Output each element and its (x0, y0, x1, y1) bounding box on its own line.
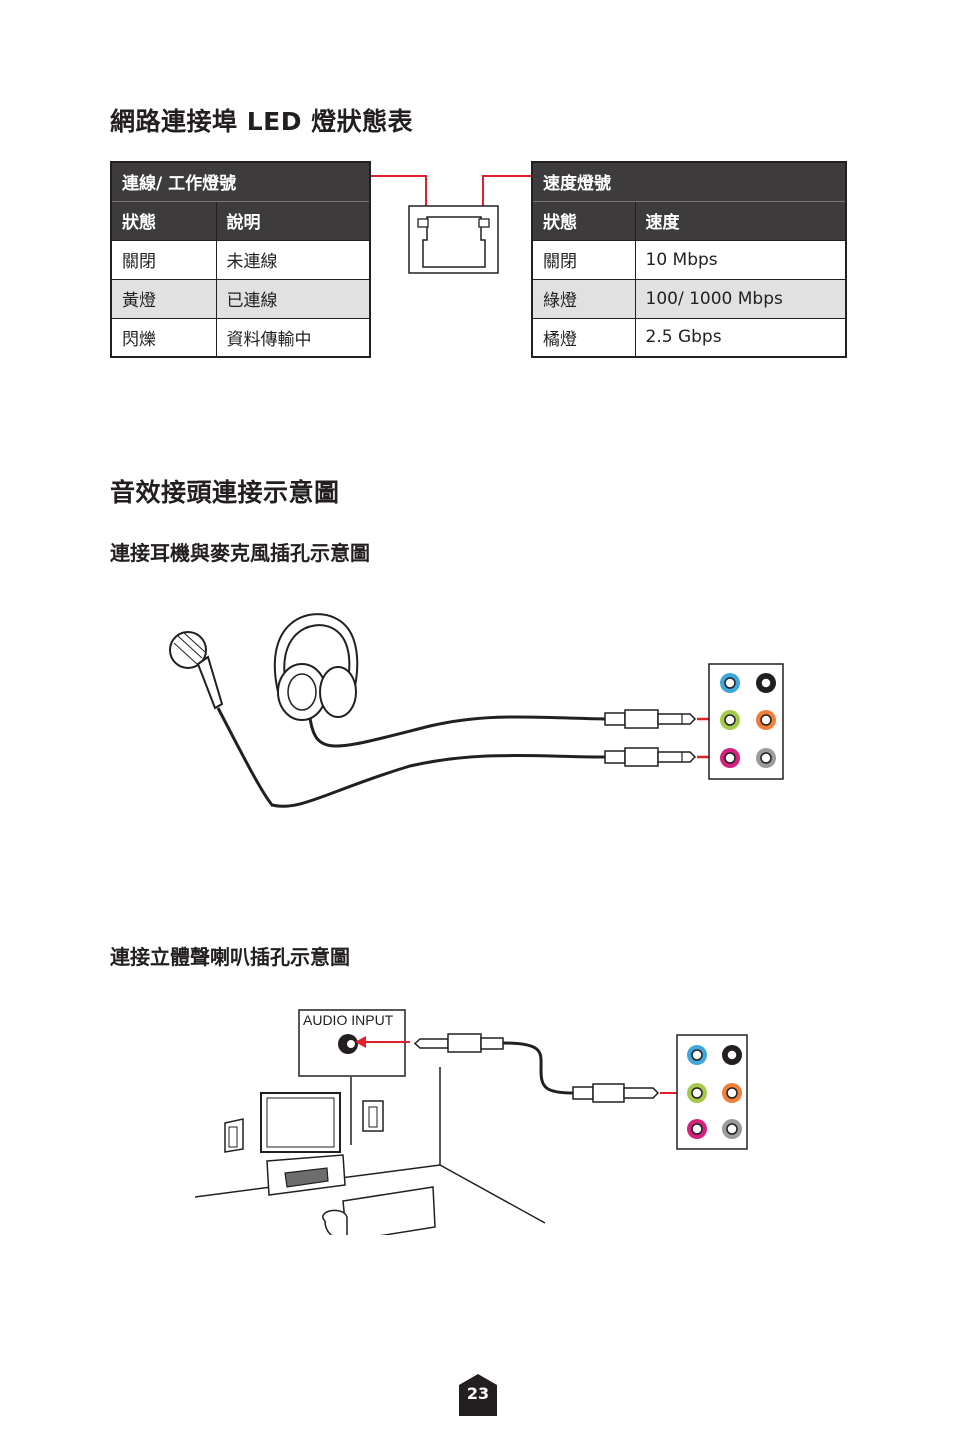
lan-led-title: 網路連接埠 LED 燈狀態表 (110, 107, 414, 136)
table-row: 黃燈 已連線 (110, 278, 371, 319)
lan-port-diagram (371, 175, 531, 274)
audio-jack-panel (676, 1034, 748, 1150)
link-led-icon (417, 218, 429, 228)
speed-table-caption: 速度燈號 (531, 161, 847, 202)
microphone-icon (169, 631, 224, 710)
table-row: 關閉 未連線 (110, 239, 371, 280)
table-cell: 100/ 1000 Mbps (634, 278, 847, 319)
sofa-icon (322, 1186, 436, 1235)
receiver-icon (284, 1167, 329, 1188)
link-table-caption: 連線/ 工作燈號 (110, 161, 371, 202)
table-row: 關閉 10 Mbps (531, 239, 847, 280)
table-cell: 2.5 Gbps (634, 317, 847, 358)
audio-input-label: AUDIO INPUT (303, 1012, 394, 1028)
speaker-icon (224, 1118, 244, 1153)
headphone-mic-diagram (169, 613, 784, 808)
table-row: 綠燈 100/ 1000 Mbps (531, 278, 847, 319)
table-cell: 關閉 (531, 239, 636, 280)
table-row: 閃爍 資料傳輸中 (110, 317, 371, 358)
table-cell: 關閉 (110, 239, 217, 280)
plug-icon (413, 1033, 504, 1053)
speed-table-header-speed: 速度 (634, 200, 847, 241)
headphone-plug-icon (604, 709, 697, 729)
table-cell: 綠燈 (531, 278, 636, 319)
speaker-icon (362, 1100, 384, 1132)
page-number: 23 (466, 1384, 490, 1403)
audio-section-title: 音效接頭連接示意圖 (110, 478, 340, 507)
table-cell: 閃爍 (110, 317, 217, 358)
table-cell: 10 Mbps (634, 239, 847, 280)
speaker-diagram (195, 1009, 748, 1235)
plug-icon (572, 1083, 660, 1103)
page-number-badge (459, 1374, 497, 1416)
speed-table-header-status: 狀態 (531, 200, 636, 241)
speed-led-icon (478, 218, 490, 228)
link-activity-table: 連線/ 工作燈號 狀態 說明 關閉 未連線 黃燈 已連線 閃爍 資料傳輸中 (110, 161, 371, 358)
headphone-mic-title: 連接耳機與麥克風插孔示意圖 (110, 541, 370, 565)
table-cell: 已連線 (215, 278, 371, 319)
table-cell: 未連線 (215, 239, 371, 280)
link-table-header-status: 狀態 (110, 200, 217, 241)
mic-plug-icon (604, 747, 697, 767)
table-cell: 資料傳輸中 (215, 317, 371, 358)
table-cell: 黃燈 (110, 278, 217, 319)
link-table-header-desc: 說明 (215, 200, 371, 241)
headphones-icon (273, 613, 359, 721)
speed-table: 速度燈號 狀態 速度 關閉 10 Mbps 綠燈 100/ 1000 Mbps … (531, 161, 847, 358)
audio-jack-panel (708, 663, 784, 780)
table-cell: 橘燈 (531, 317, 636, 358)
tv-icon (260, 1092, 341, 1153)
table-row: 橘燈 2.5 Gbps (531, 317, 847, 358)
speaker-title: 連接立體聲喇叭插孔示意圖 (110, 945, 350, 969)
tv-stand-icon (266, 1154, 346, 1196)
